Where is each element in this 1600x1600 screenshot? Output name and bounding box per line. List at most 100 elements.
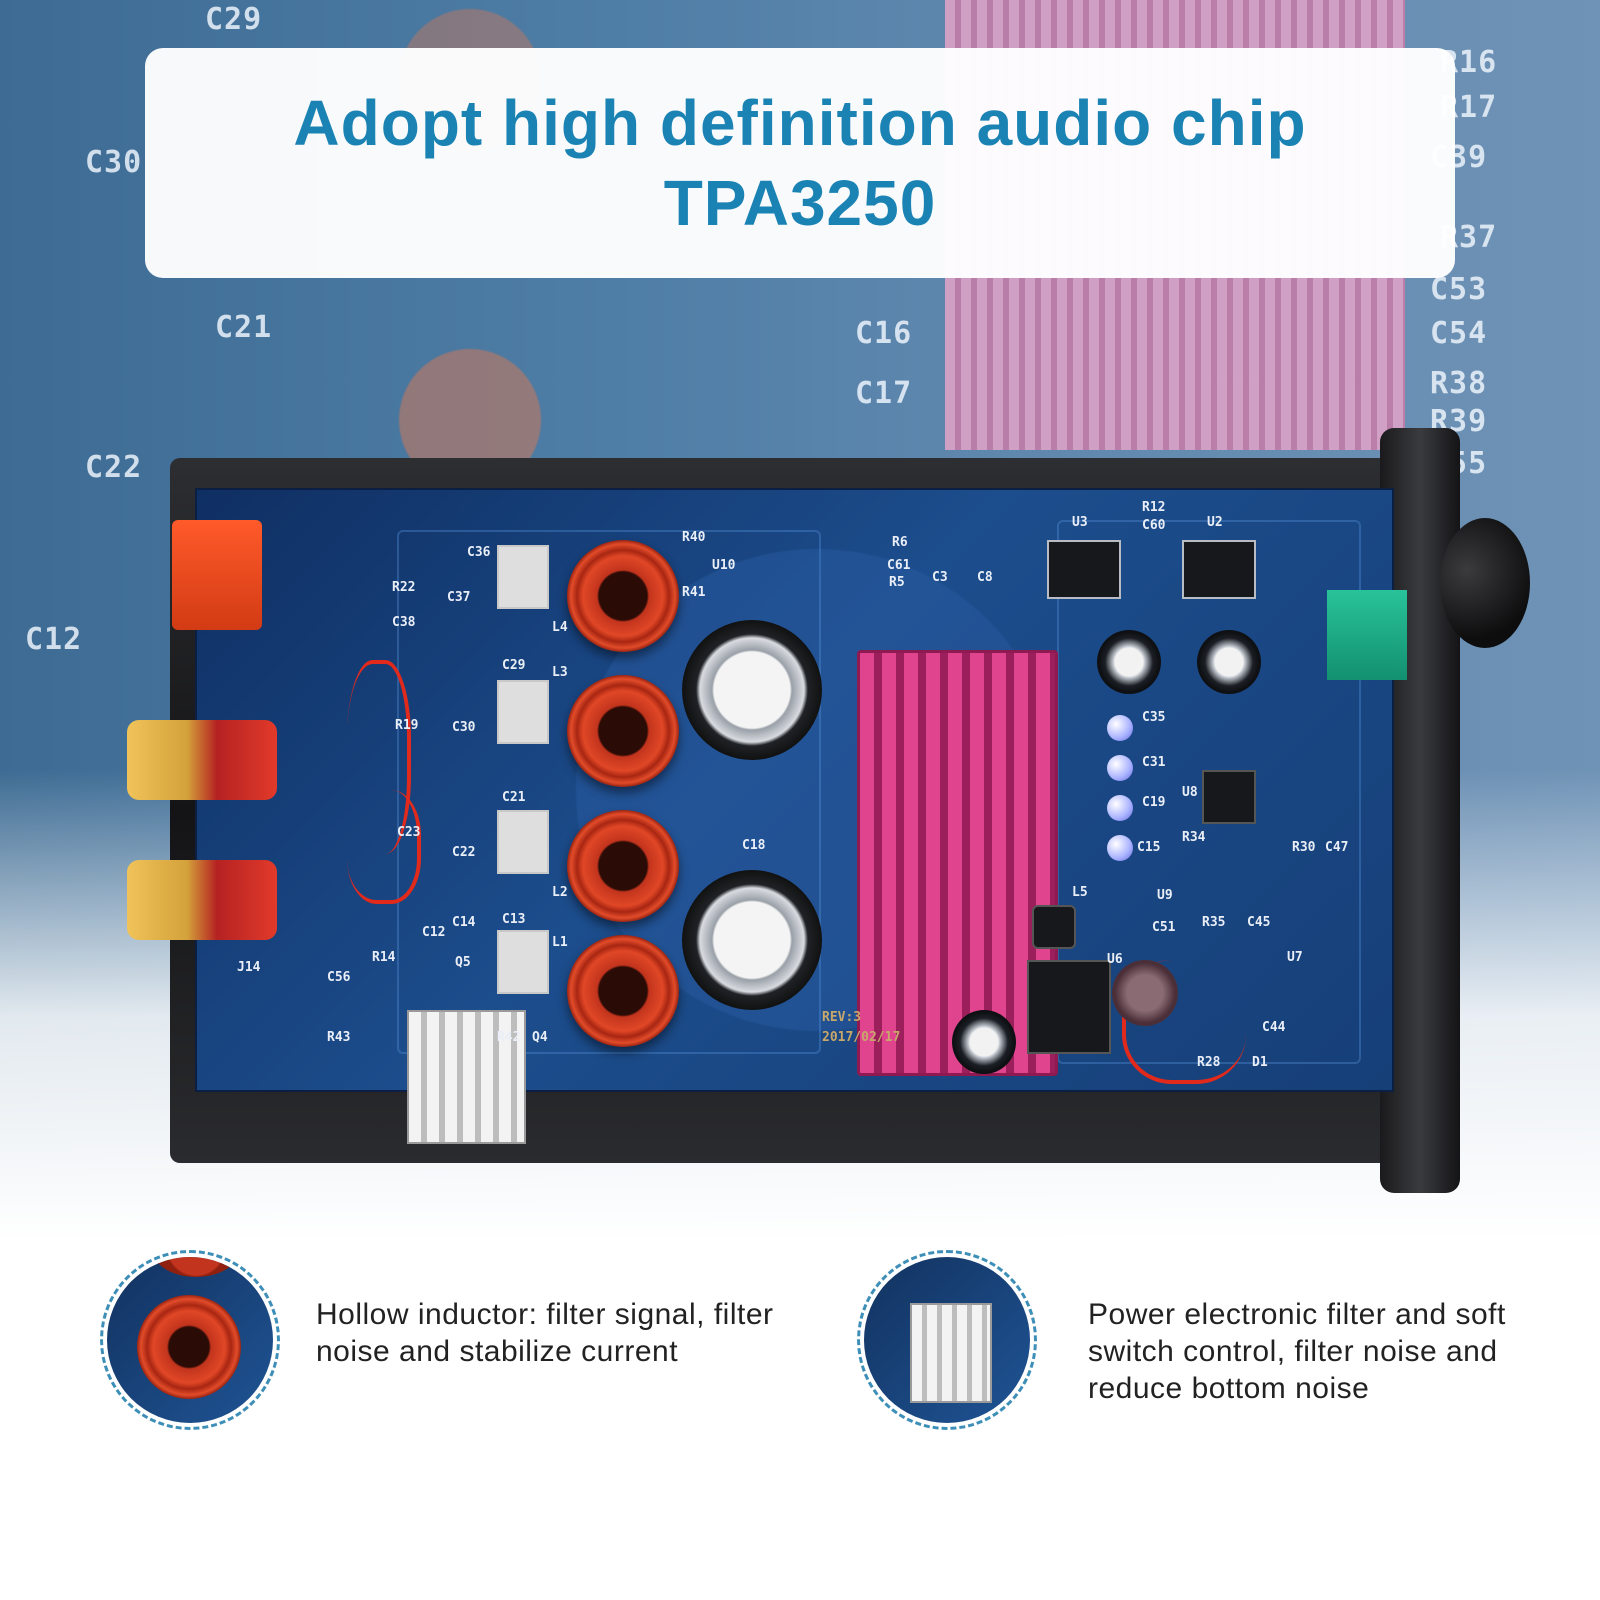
silkscreen-label: C3 [932, 570, 948, 585]
control-chip-u8 [1202, 770, 1256, 824]
silkscreen-label: C31 [1142, 755, 1166, 770]
silkscreen-label: 2017/02/17 [822, 1030, 901, 1045]
background-label: C12 [25, 622, 83, 657]
inductor-coil-l3 [567, 675, 679, 787]
background-label: C17 [855, 376, 913, 411]
electrolytic-capacitor [682, 620, 822, 760]
background-label: C54 [1430, 316, 1488, 351]
silkscreen-label: C8 [977, 570, 993, 585]
silkscreen-label: L2 [552, 885, 568, 900]
coil-image [151, 1257, 241, 1277]
silkscreen-label: U7 [1287, 950, 1303, 965]
background-label: C21 [215, 310, 273, 345]
silkscreen-label: C36 [467, 545, 491, 560]
silkscreen-label: R6 [892, 535, 908, 550]
silkscreen-label: L3 [552, 665, 568, 680]
electrolytic-capacitor [682, 870, 822, 1010]
silkscreen-label: R41 [682, 585, 706, 600]
power-filter-closeup-image [864, 1257, 1030, 1423]
title-card: Adopt high definition audio chip TPA3250 [145, 48, 1455, 278]
red-wire [347, 660, 411, 854]
heatsink-image [910, 1303, 992, 1403]
inductor-closeup-image [107, 1257, 273, 1423]
silkscreen-label: R14 [372, 950, 396, 965]
feature-thumbnail-inductor [100, 1250, 280, 1430]
inductor-coil-l2 [567, 810, 679, 922]
silkscreen-label: C18 [742, 838, 766, 853]
silkscreen-label: C13 [502, 912, 526, 927]
background-label: C29 [205, 2, 263, 37]
silkscreen-label: J14 [237, 960, 261, 975]
small-capacitor [1112, 960, 1178, 1026]
silkscreen-label: C44 [1262, 1020, 1286, 1035]
silkscreen-label: C21 [502, 790, 526, 805]
background-label: C30 [85, 145, 143, 180]
green-potentiometer [1327, 590, 1407, 680]
inductor-coil-l4 [567, 540, 679, 652]
red-wire [347, 790, 421, 904]
silkscreen-label: R42 [497, 1030, 521, 1045]
title-line-2: TPA3250 [663, 167, 937, 239]
silkscreen-label: C45 [1247, 915, 1271, 930]
rca-jack-right [127, 720, 277, 800]
speaker-terminal-block [172, 520, 262, 630]
silkscreen-label: U3 [1072, 515, 1088, 530]
small-capacitor [952, 1010, 1016, 1074]
silkscreen-label: R28 [1197, 1055, 1221, 1070]
smd-capacitor [497, 680, 549, 744]
blue-bead-component [1107, 835, 1133, 861]
op-amp-chip-u3 [1047, 540, 1121, 599]
silkscreen-label: L1 [552, 935, 568, 950]
feature-thumbnail-power-filter [857, 1250, 1037, 1430]
feature-text-inductor: Hollow inductor: filter signal, filter n… [316, 1298, 774, 1368]
silkscreen-label: L4 [552, 620, 568, 635]
silkscreen-label: R22 [392, 580, 416, 595]
smd-capacitor [497, 545, 549, 609]
small-capacitor [1197, 630, 1261, 694]
silkscreen-label: C23 [397, 825, 421, 840]
silkscreen-label: C37 [447, 590, 471, 605]
silkscreen-label: Q5 [455, 955, 471, 970]
red-black-wire [1122, 960, 1246, 1084]
silkscreen-label: U10 [712, 558, 736, 573]
silkscreen-label: U8 [1182, 785, 1198, 800]
silkscreen-label: U2 [1207, 515, 1223, 530]
chip-heatsink [857, 650, 1058, 1076]
silkscreen-label: U6 [1107, 952, 1123, 967]
silkscreen-label: R35 [1202, 915, 1226, 930]
small-capacitor [1097, 630, 1161, 694]
silkscreen-label: C61 [887, 558, 911, 573]
feature-text-power-filter: Power electronic filter and soft switch … [1088, 1298, 1506, 1405]
silkscreen-label: C47 [1325, 840, 1349, 855]
volume-knob [1440, 518, 1530, 648]
silkscreen-label: C30 [452, 720, 476, 735]
silkscreen-label: C19 [1142, 795, 1166, 810]
silkscreen-label: C56 [327, 970, 351, 985]
silkscreen-label: R30 [1292, 840, 1316, 855]
blue-bead-component [1107, 715, 1133, 741]
silkscreen-label: D1 [1252, 1055, 1268, 1070]
silkscreen-label: R34 [1182, 830, 1206, 845]
blue-bead-component [1107, 755, 1133, 781]
amplifier-device-photo: C36 R22 C37 C38 C29 R19 C30 C21 C23 C22 … [127, 428, 1530, 1193]
op-amp-chip-u2 [1182, 540, 1256, 599]
silkscreen-label: C60 [1142, 518, 1166, 533]
title-line-1: Adopt high definition audio chip [293, 87, 1307, 159]
silkscreen-label: REV:3 [822, 1010, 862, 1025]
background-label: R38 [1430, 366, 1488, 401]
smd-capacitor [497, 930, 549, 994]
background-label: C16 [855, 316, 913, 351]
silkscreen-label: C51 [1152, 920, 1176, 935]
smd-capacitor [497, 810, 549, 874]
rca-jack-left [127, 860, 277, 940]
silkscreen-label: R12 [1142, 500, 1166, 515]
silkscreen-label: Q4 [532, 1030, 548, 1045]
background-label: C22 [85, 450, 143, 485]
silkscreen-label: C29 [502, 658, 526, 673]
circuit-board: C36 R22 C37 C38 C29 R19 C30 C21 C23 C22 … [127, 488, 1407, 1144]
silkscreen-label: C35 [1142, 710, 1166, 725]
silkscreen-label: U9 [1157, 888, 1173, 903]
inductor-coil-l1 [567, 935, 679, 1047]
inductor-l5 [1032, 905, 1076, 949]
silkscreen-label: C15 [1137, 840, 1161, 855]
